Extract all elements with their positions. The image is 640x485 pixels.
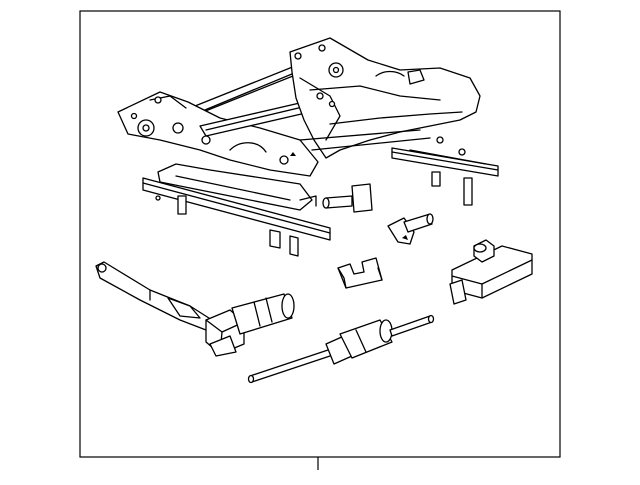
track-drive-motor bbox=[247, 314, 435, 384]
recliner-motor bbox=[449, 239, 533, 305]
clip-bracket bbox=[387, 213, 434, 245]
diagram-border bbox=[79, 10, 561, 458]
left-seat-track bbox=[142, 163, 331, 257]
right-seat-track bbox=[391, 147, 499, 206]
u-clip bbox=[337, 257, 383, 289]
seat-frame-assembly bbox=[117, 37, 499, 206]
height-adjust-motor bbox=[95, 261, 295, 357]
clip-pin bbox=[322, 183, 373, 213]
